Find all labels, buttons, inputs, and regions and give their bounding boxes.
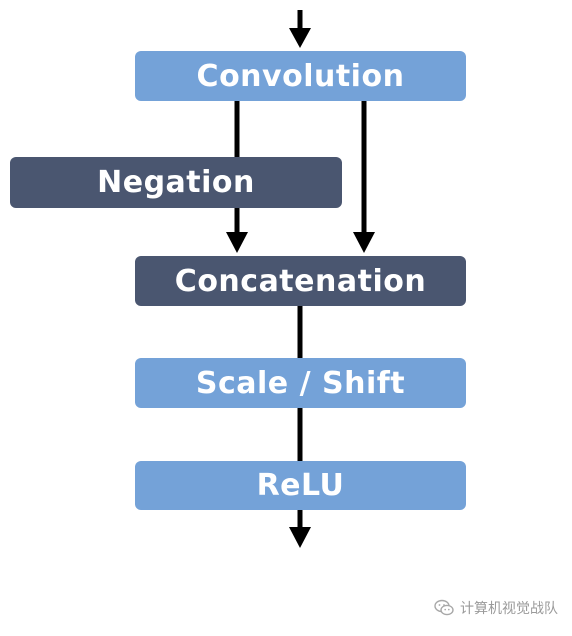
output-arrowhead bbox=[289, 527, 311, 548]
watermark-text: 计算机视觉战队 bbox=[460, 601, 558, 617]
convolution-label: Convolution bbox=[196, 58, 405, 94]
negation-node: Negation bbox=[10, 157, 342, 208]
concatenation-node: Concatenation bbox=[135, 256, 466, 306]
concatenation-label: Concatenation bbox=[174, 263, 427, 299]
wechat-icon bbox=[434, 599, 454, 617]
convolution-node: Convolution bbox=[135, 51, 466, 101]
scale-shift-node: Scale / Shift bbox=[135, 358, 466, 408]
relu-label: ReLU bbox=[256, 468, 345, 503]
input-arrowhead bbox=[289, 28, 311, 48]
relu-node: ReLU bbox=[135, 461, 466, 510]
watermark: 计算机视觉战队 bbox=[434, 598, 558, 618]
conv-to-concat-arrowhead bbox=[353, 232, 375, 253]
scale-shift-label: Scale / Shift bbox=[195, 365, 406, 401]
negation-to-concat-arrowhead bbox=[226, 232, 248, 253]
negation-label: Negation bbox=[97, 165, 255, 200]
